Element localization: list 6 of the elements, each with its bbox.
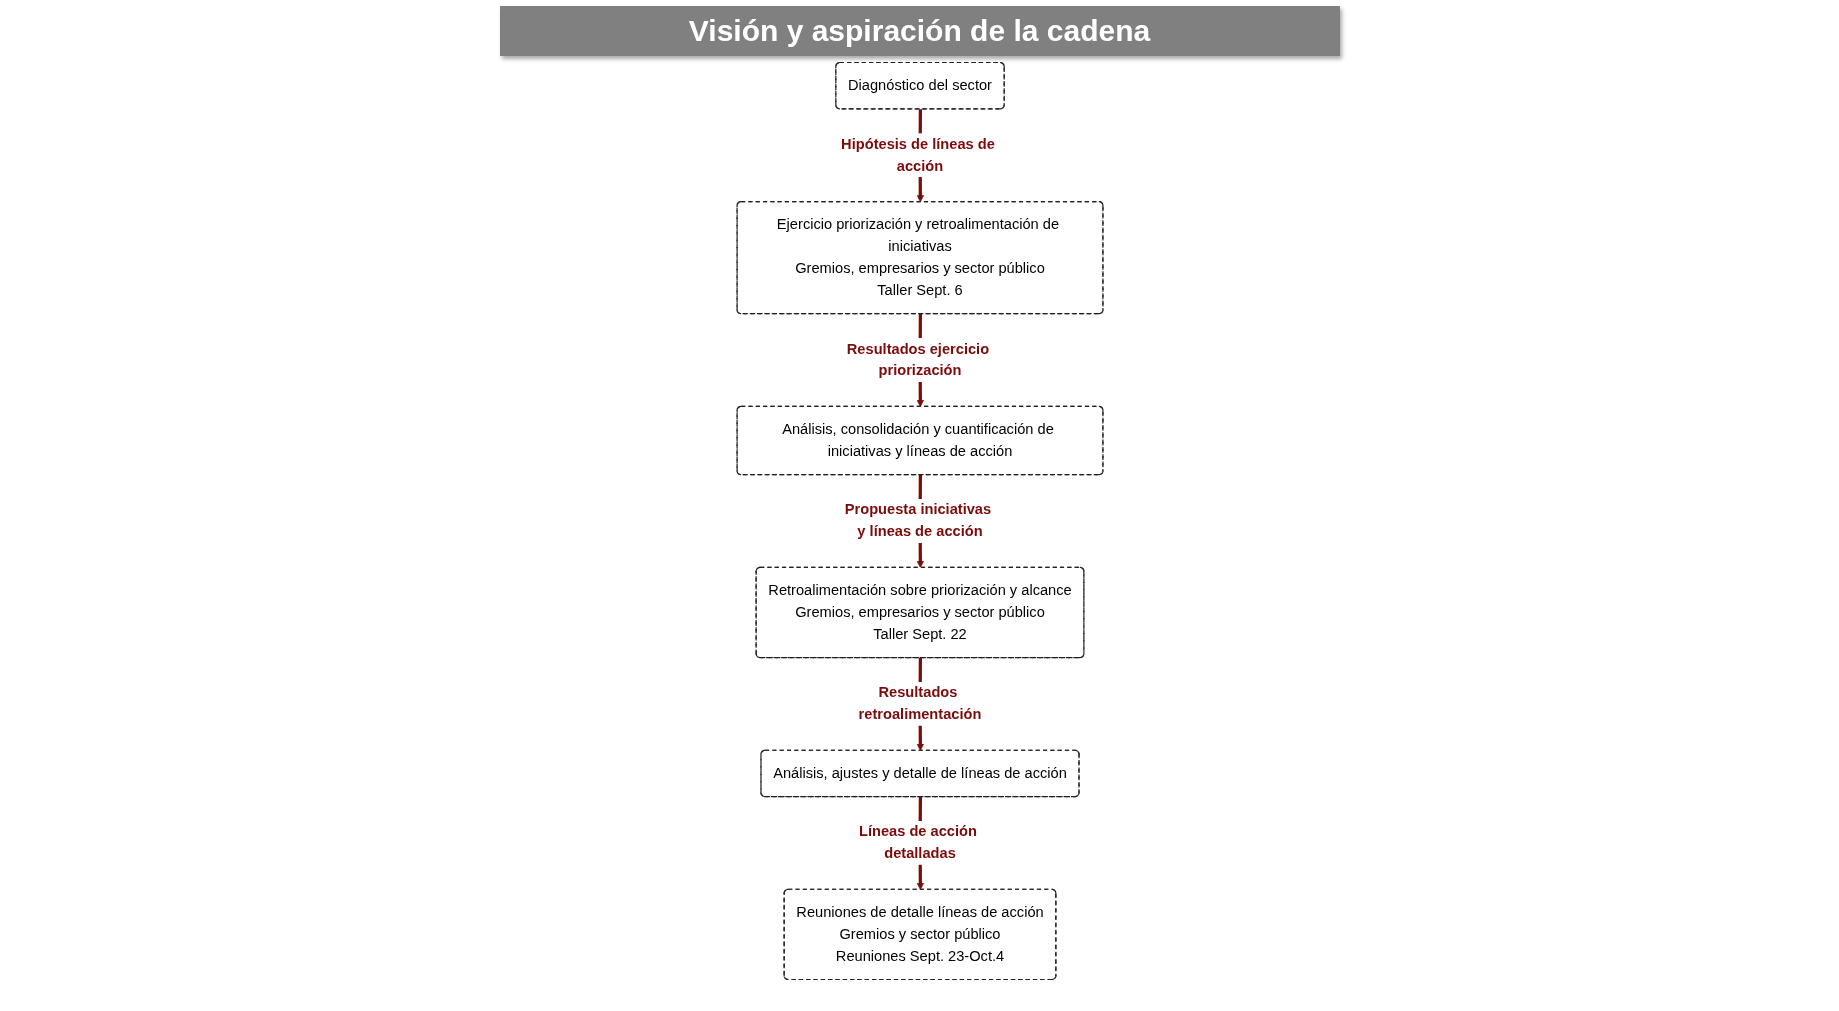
edge-label: Líneas de acción detalladas <box>858 823 977 862</box>
edge-label: Resultados ejercicio priorización <box>846 340 989 379</box>
title-banner: Visión y aspiración de la cadena <box>499 6 1340 56</box>
edge-label: Propuesta iniciativas y líneas de acción <box>844 501 991 540</box>
edge-label: Hipótesis de líneas de acción <box>840 135 995 174</box>
edge-label: Resultados retroalimentación <box>858 684 981 723</box>
